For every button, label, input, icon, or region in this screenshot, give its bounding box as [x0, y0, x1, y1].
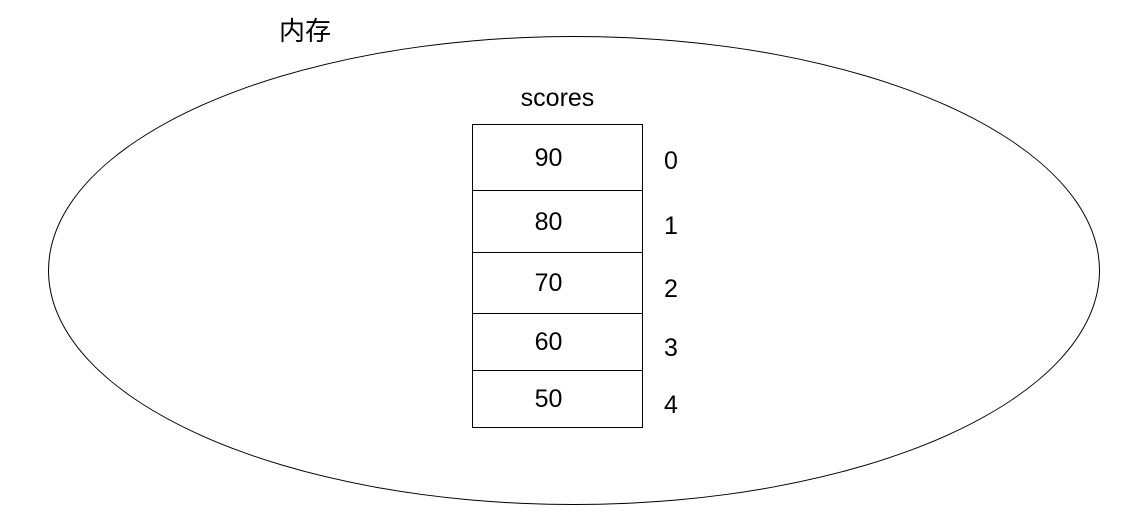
- array-name-label: scores: [520, 84, 595, 112]
- array-index-list: 0 1 2 3 4: [664, 124, 704, 427]
- array-cell-value: 60: [534, 328, 563, 356]
- array-cell: 50: [473, 371, 642, 428]
- memory-label: 内存: [279, 16, 332, 46]
- array-index-label: 1: [664, 212, 678, 240]
- array-table: 90 80 70 60 50: [472, 124, 643, 428]
- array-index-label: 2: [664, 274, 678, 303]
- memory-ellipse: [48, 36, 1100, 505]
- array-index-label: 0: [664, 147, 678, 175]
- array-cell: 90: [473, 125, 642, 191]
- array-cell-value: 50: [534, 385, 563, 413]
- array-cell-value: 80: [534, 207, 563, 236]
- array-cell: 60: [473, 314, 642, 371]
- array-cell: 70: [473, 253, 642, 314]
- array-index-label: 4: [664, 390, 678, 419]
- array-cell: 80: [473, 191, 642, 253]
- array-cell-value: 90: [534, 143, 563, 172]
- array-index-label: 3: [664, 333, 678, 362]
- array-cell-value: 70: [534, 269, 563, 297]
